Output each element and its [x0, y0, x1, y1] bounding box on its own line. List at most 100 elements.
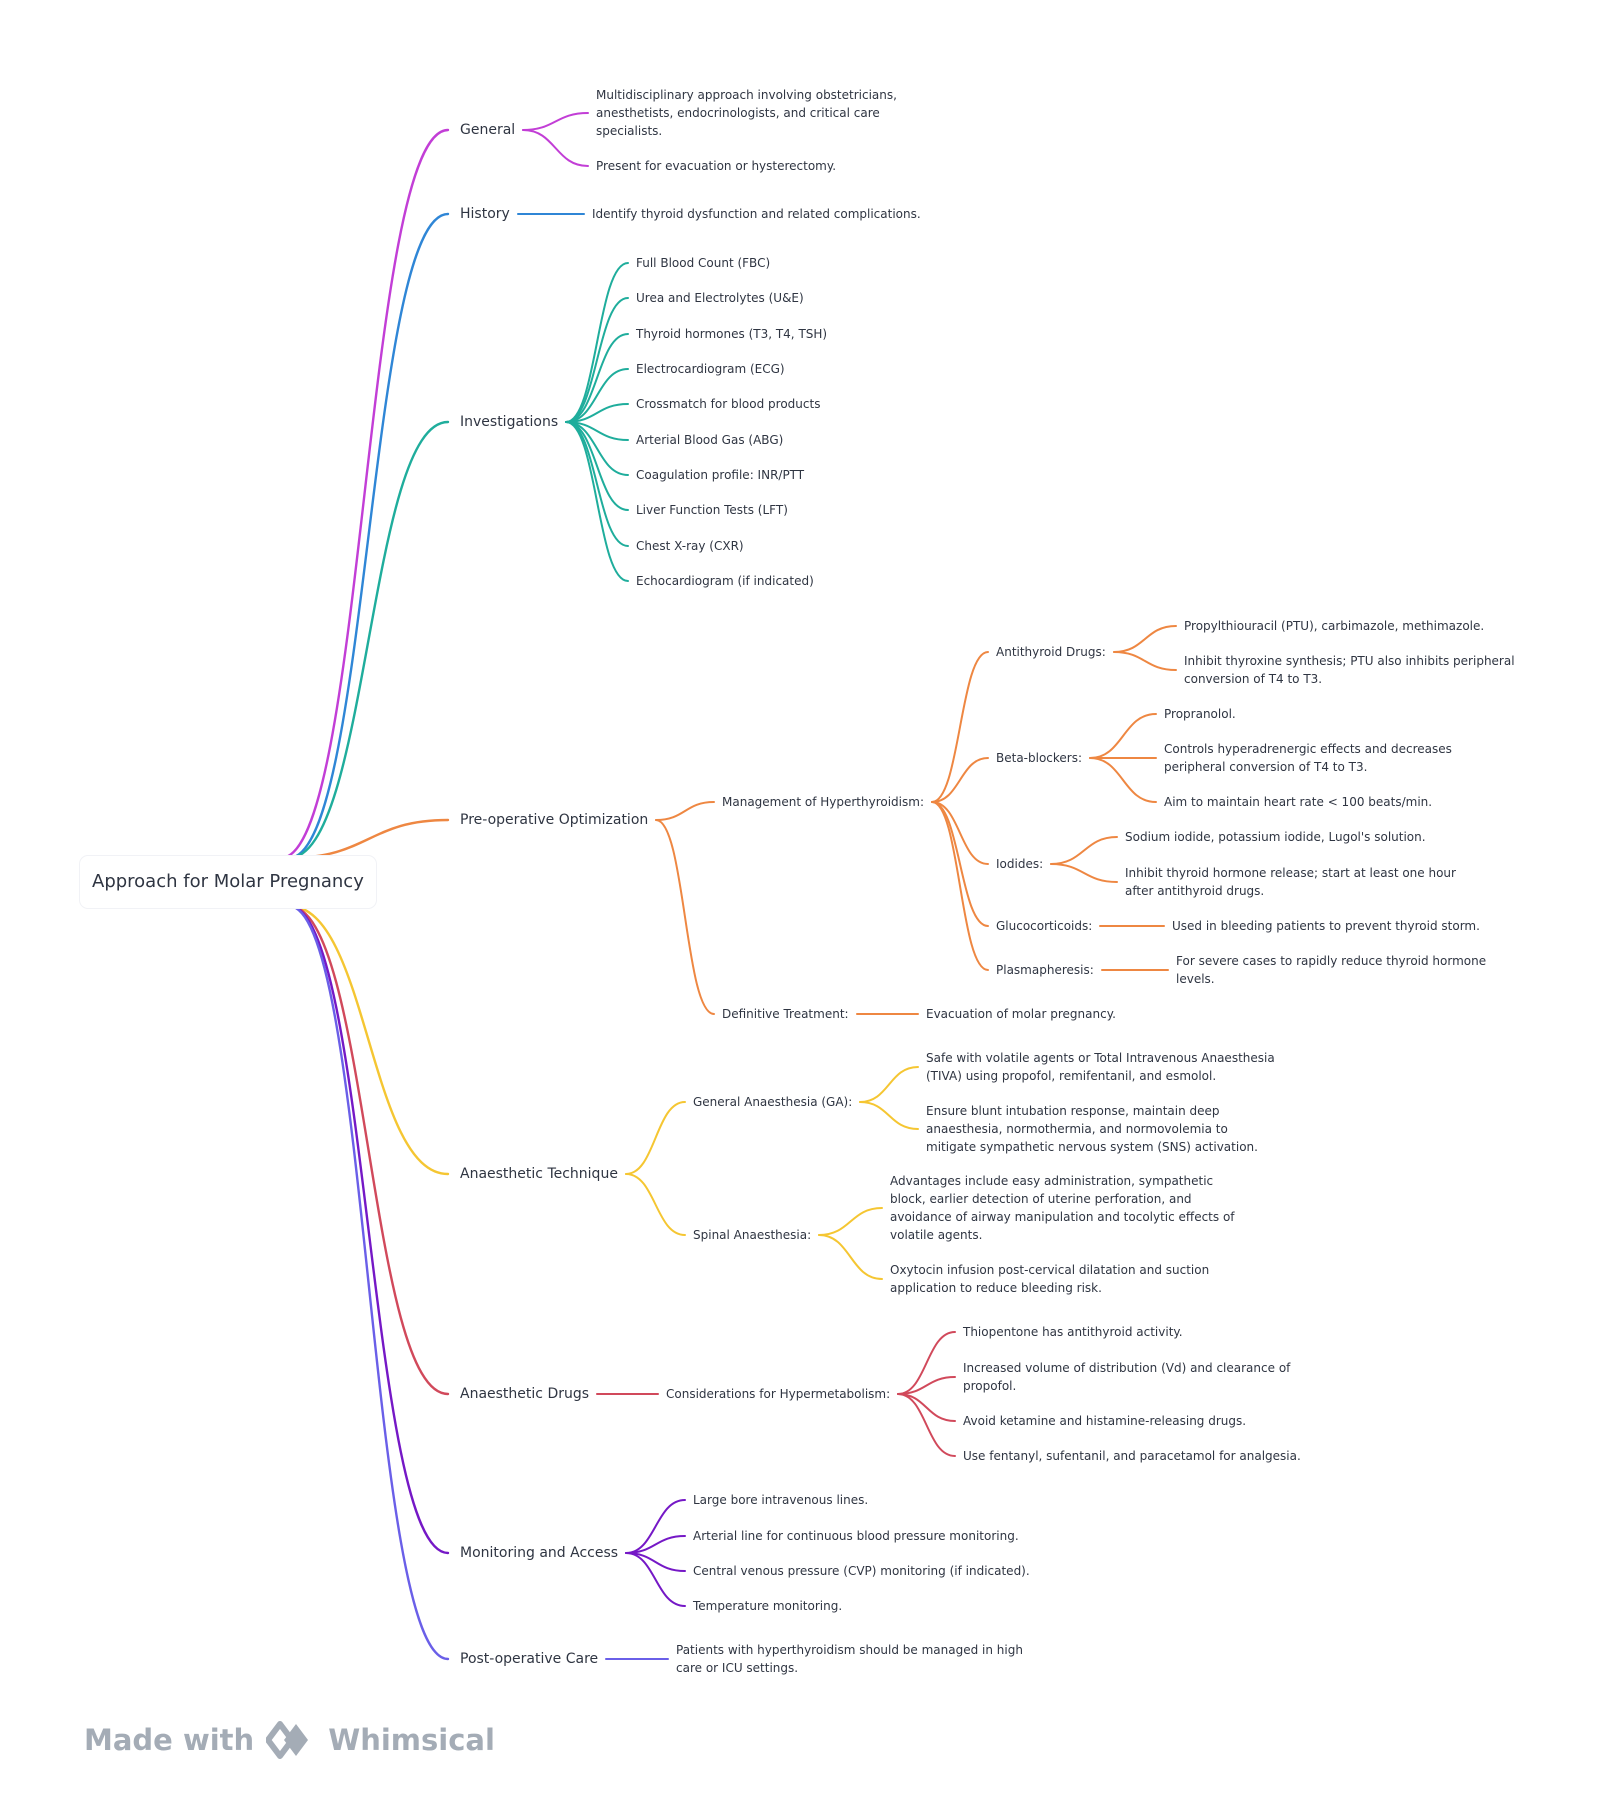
node-mon-2[interactable]: Arterial line for continuous blood press… [693, 1527, 1019, 1545]
node-beta[interactable]: Beta-blockers: [996, 749, 1082, 767]
node-anti[interactable]: Antithyroid Drugs: [996, 643, 1106, 661]
link-hyper [655, 801, 715, 821]
node-gen-1[interactable]: Multidisciplinary approach involving obs… [596, 86, 897, 140]
node-mon-1[interactable]: Large bore intravenous lines. [693, 1491, 868, 1509]
node-ga-2[interactable]: Ensure blunt intubation response, mainta… [926, 1102, 1258, 1156]
link-hm-2 [897, 1376, 956, 1395]
node-text-line: Controls hyperadrenergic effects and dec… [1164, 742, 1452, 756]
node-text-line: Large bore intravenous lines. [693, 1493, 869, 1507]
node-text-line: Plasmapheresis: [996, 963, 1094, 977]
node-hm-3[interactable]: Avoid ketamine and histamine-releasing d… [963, 1412, 1246, 1430]
node-his-1[interactable]: Identify thyroid dysfunction and related… [592, 205, 921, 223]
node-inv-9[interactable]: Chest X-ray (CXR) [636, 537, 744, 555]
link-inv-1 [565, 262, 629, 423]
node-sp-1[interactable]: Advantages include easy administration, … [890, 1172, 1235, 1244]
node-text-line: Definitive Treatment: [722, 1007, 849, 1021]
watermark-text-right: Whimsical [328, 1723, 495, 1757]
node-gluco[interactable]: Glucocorticoids: [996, 917, 1092, 935]
node-inv-3[interactable]: Thyroid hormones (T3, T4, TSH) [636, 325, 827, 343]
node-text-line: Increased volume of distribution (Vd) an… [963, 1361, 1291, 1375]
link-inv-9 [565, 421, 629, 547]
node-text-line: Advantages include easy administration, … [890, 1174, 1214, 1188]
node-postop[interactable]: Post-operative Care [460, 1649, 598, 1669]
node-text-line: after antithyroid drugs. [1125, 884, 1265, 898]
node-text-line: volatile agents. [890, 1228, 983, 1242]
node-text-line: avoidance of airway manipulation and toc… [890, 1210, 1235, 1224]
node-inv-10[interactable]: Echocardiogram (if indicated) [636, 572, 814, 590]
node-history[interactable]: History [460, 204, 510, 224]
node-defin[interactable]: Definitive Treatment: [722, 1005, 849, 1023]
node-text-line: Multidisciplinary approach involving obs… [596, 88, 897, 102]
node-mon-3[interactable]: Central venous pressure (CVP) monitoring… [693, 1562, 1030, 1580]
link-sp-1 [818, 1207, 883, 1236]
node-technique[interactable]: Anaesthetic Technique [460, 1164, 618, 1184]
node-iod-1[interactable]: Sodium iodide, potassium iodide, Lugol's… [1125, 828, 1426, 846]
node-beta-2[interactable]: Controls hyperadrenergic effects and dec… [1164, 740, 1452, 776]
node-ga[interactable]: General Anaesthesia (GA): [693, 1093, 852, 1111]
node-inv-6[interactable]: Arterial Blood Gas (ABG) [636, 431, 783, 449]
node-text-line: Propranolol. [1164, 707, 1236, 721]
branch-line-technique [287, 904, 450, 1176]
node-iod-2[interactable]: Inhibit thyroid hormone release; start a… [1125, 864, 1456, 900]
node-anti-2[interactable]: Inhibit thyroxine synthesis; PTU also in… [1184, 652, 1515, 688]
branch-line-general [279, 128, 450, 860]
branch-line-drugs [287, 904, 450, 1396]
node-text-line: Urea and Electrolytes (U&E) [636, 291, 804, 305]
node-text-line: block, earlier detection of uterine perf… [890, 1192, 1192, 1206]
node-sp-2[interactable]: Oxytocin infusion post-cervical dilatati… [890, 1261, 1209, 1297]
node-hm-2[interactable]: Increased volume of distribution (Vd) an… [963, 1359, 1290, 1395]
node-text-line: Oxytocin infusion post-cervical dilatati… [890, 1263, 1210, 1277]
node-beta-1[interactable]: Propranolol. [1164, 705, 1236, 723]
node-text-line: History [460, 206, 510, 222]
link-hm-4 [897, 1393, 956, 1457]
node-iod[interactable]: Iodides: [996, 855, 1043, 873]
node-text-line: Anaesthetic Drugs [460, 1386, 590, 1402]
node-plasma[interactable]: Plasmapheresis: [996, 961, 1094, 979]
node-defin-1[interactable]: Evacuation of molar pregnancy. [926, 1005, 1116, 1023]
node-text-line: Safe with volatile agents or Total Intra… [926, 1051, 1275, 1065]
node-inv-8[interactable]: Liver Function Tests (LFT) [636, 501, 788, 519]
node-hyper[interactable]: Management of Hyperthyroidism: [722, 793, 924, 811]
link-plasma [931, 801, 989, 971]
node-text-line: General Anaesthesia (GA): [693, 1095, 853, 1109]
node-general[interactable]: General [460, 120, 515, 140]
node-text-line: (TIVA) using propofol, remifentanil, and… [926, 1069, 1217, 1083]
node-preop[interactable]: Pre-operative Optimization [460, 810, 648, 830]
node-text-line: Approach for Molar Pregnancy [92, 871, 364, 892]
link-anti [931, 651, 989, 803]
node-post-1[interactable]: Patients with hyperthyroidism should be … [676, 1641, 1023, 1677]
node-beta-3[interactable]: Aim to maintain heart rate < 100 beats/m… [1164, 793, 1432, 811]
node-gluco-1[interactable]: Used in bleeding patients to prevent thy… [1172, 917, 1480, 935]
node-hypermet[interactable]: Considerations for Hypermetabolism: [666, 1385, 890, 1403]
node-drugs[interactable]: Anaesthetic Drugs [460, 1384, 589, 1404]
link-gluco [931, 801, 989, 927]
node-hm-1[interactable]: Thiopentone has antithyroid activity. [963, 1323, 1183, 1341]
node-text-line: Electrocardiogram (ECG) [636, 362, 785, 376]
node-inv-4[interactable]: Electrocardiogram (ECG) [636, 360, 785, 378]
root-node[interactable]: Approach for Molar Pregnancy [80, 856, 376, 908]
node-anti-1[interactable]: Propylthiouracil (PTU), carbimazole, met… [1184, 617, 1484, 635]
node-text-line: Chest X-ray (CXR) [636, 539, 744, 553]
node-text-line: Considerations for Hypermetabolism: [666, 1387, 891, 1401]
node-inv-1[interactable]: Full Blood Count (FBC) [636, 254, 770, 272]
node-text-line: Sodium iodide, potassium iodide, Lugol's… [1125, 830, 1426, 844]
node-gen-2[interactable]: Present for evacuation or hysterectomy. [596, 157, 836, 175]
node-text-line: Post-operative Care [460, 1651, 599, 1667]
node-ga-1[interactable]: Safe with volatile agents or Total Intra… [926, 1049, 1275, 1085]
node-text-line: Thiopentone has antithyroid activity. [963, 1325, 1183, 1339]
node-plasma-1[interactable]: For severe cases to rapidly reduce thyro… [1176, 952, 1486, 988]
node-hm-4[interactable]: Use fentanyl, sufentanil, and paracetamo… [963, 1447, 1301, 1465]
node-mon-4[interactable]: Temperature monitoring. [693, 1597, 842, 1615]
node-inv-2[interactable]: Urea and Electrolytes (U&E) [636, 289, 804, 307]
node-spinal[interactable]: Spinal Anaesthesia: [693, 1226, 811, 1244]
node-text-line: Management of Hyperthyroidism: [722, 795, 924, 809]
node-inv-5[interactable]: Crossmatch for blood products [636, 395, 820, 413]
node-text-line: Inhibit thyroxine synthesis; PTU also in… [1184, 654, 1515, 668]
node-inv-7[interactable]: Coagulation profile: INR/PTT [636, 466, 804, 484]
link-anti-2 [1113, 651, 1177, 671]
link-ga-2 [859, 1101, 919, 1130]
node-monitoring[interactable]: Monitoring and Access [460, 1543, 618, 1563]
link-inv-4 [565, 368, 629, 423]
node-text-line: Evacuation of molar pregnancy. [926, 1007, 1116, 1021]
node-investigations[interactable]: Investigations [460, 412, 558, 432]
